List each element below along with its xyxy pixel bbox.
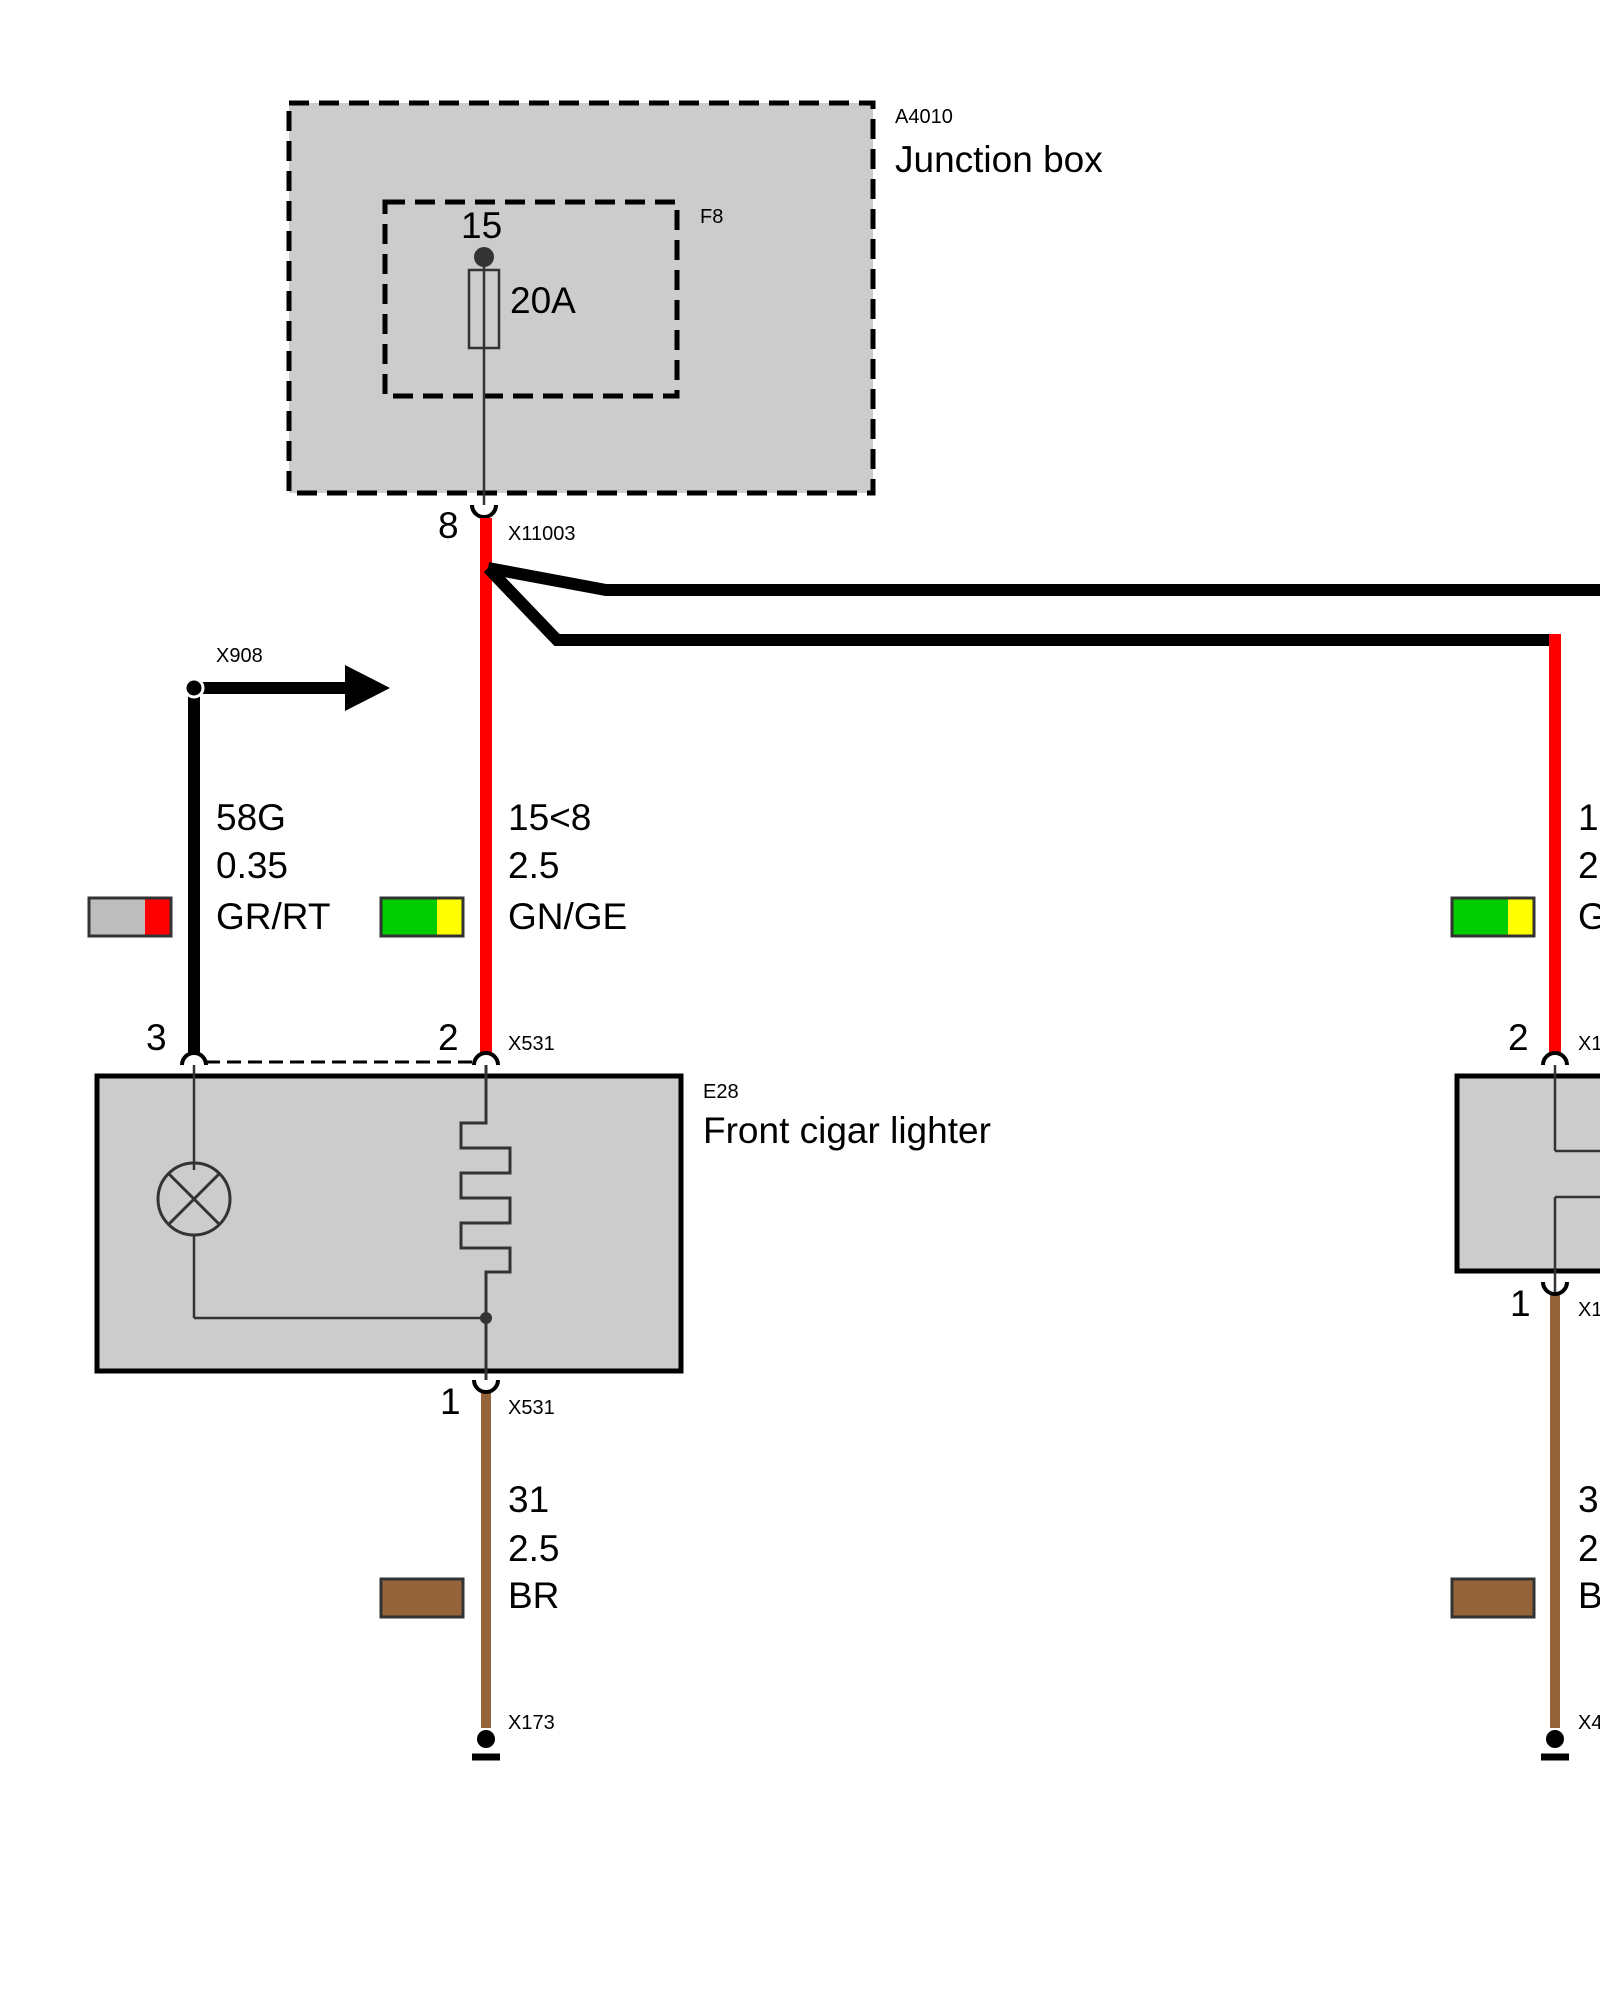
ground-dot (477, 1730, 495, 1748)
wire-31-swatch (379, 1577, 465, 1619)
pin8-connector-symbol (470, 504, 498, 519)
wire-15-color: GN/GE (508, 896, 627, 937)
rear-ground-connector-label: X4 (1578, 1712, 1600, 1734)
arrow-right-icon (345, 665, 390, 711)
junction-box-id: A4010 (895, 106, 953, 128)
pin3-connector-symbol (180, 1051, 208, 1066)
front-cigar-lighter-name: Front cigar lighter (703, 1110, 991, 1151)
wire-15-gauge: 2.5 (508, 845, 559, 886)
wire-rear-15-color: G (1578, 896, 1600, 937)
rear-pin1-connector-symbol (1541, 1281, 1569, 1296)
wire-58g-color: GR/RT (216, 896, 330, 937)
rear-pin2-connector-label: X1 (1578, 1033, 1600, 1055)
rear-pin1-number: 1 (1510, 1283, 1531, 1324)
rear-pin1-connector-label: X1 (1578, 1299, 1600, 1321)
connector-x173-label: X173 (508, 1712, 555, 1734)
wire-58g-signal: 58G (216, 797, 286, 838)
fuse-terminal-dot (474, 247, 494, 267)
wire-rear-31-swatch (1450, 1577, 1536, 1619)
front-cigar-lighter-box (94, 1073, 684, 1374)
junction-box-name: Junction box (895, 139, 1103, 180)
pin1-number: 1 (440, 1381, 461, 1422)
fuse-rating: 20A (510, 280, 576, 321)
wire-rear-31-signal: 3 (1578, 1479, 1599, 1520)
wire-rear-31-color: B (1578, 1575, 1600, 1616)
junction-dot (480, 1312, 492, 1324)
wire-rear-15-gauge: 2 (1578, 845, 1599, 886)
heating-element-icon (459, 1065, 512, 1380)
rear-pin2-connector-symbol (1541, 1051, 1569, 1066)
pin3-number: 3 (146, 1017, 167, 1058)
rear-cigar-lighter-component[interactable] (1454, 1065, 1600, 1292)
wire-15-signal: 15<8 (508, 797, 591, 838)
wire-31-gauge: 2.5 (508, 1528, 559, 1569)
junction-box[interactable] (286, 100, 876, 505)
wire-58g-swatch (87, 896, 173, 938)
pin2-number: 2 (438, 1017, 459, 1058)
wire-rear-15-swatch (1450, 896, 1536, 938)
wire-rear-31-gauge: 2 (1578, 1528, 1599, 1569)
pin2-connector-symbol (472, 1051, 500, 1066)
ground-rear (1541, 1730, 1569, 1761)
connector-x11003-label: X11003 (508, 523, 575, 545)
fuse-f8-outline (382, 199, 680, 399)
wire-58g-black[interactable] (183, 665, 390, 1053)
front-cigar-lighter-id: E28 (703, 1081, 739, 1103)
wire-31-color: BR (508, 1575, 559, 1616)
pin8-number: 8 (438, 505, 459, 546)
rear-ground-dot (1546, 1730, 1564, 1748)
connector-x908-label: X908 (216, 645, 263, 667)
rear-component-box (1454, 1073, 1600, 1274)
junction-box-outline (286, 100, 876, 496)
wire-31-signal: 31 (508, 1479, 549, 1520)
connector-x531-bottom-label: X531 (508, 1397, 555, 1419)
rear-pin2-number: 2 (1508, 1017, 1529, 1058)
ground-x173 (472, 1730, 500, 1761)
wire-58g-gauge: 0.35 (216, 845, 288, 886)
connector-x531-top-label: X531 (508, 1033, 555, 1055)
front-cigar-lighter-component[interactable] (94, 1065, 684, 1380)
wire-15-swatch (379, 896, 465, 938)
pin1-connector-symbol (472, 1379, 500, 1394)
wire-rear-15-signal: 1 (1578, 797, 1599, 838)
fuse-id: F8 (700, 206, 723, 228)
wire-branch-splice[interactable] (483, 562, 1600, 646)
fuse-terminal-label: 15 (461, 205, 502, 246)
x908-connector-dot (183, 677, 205, 699)
